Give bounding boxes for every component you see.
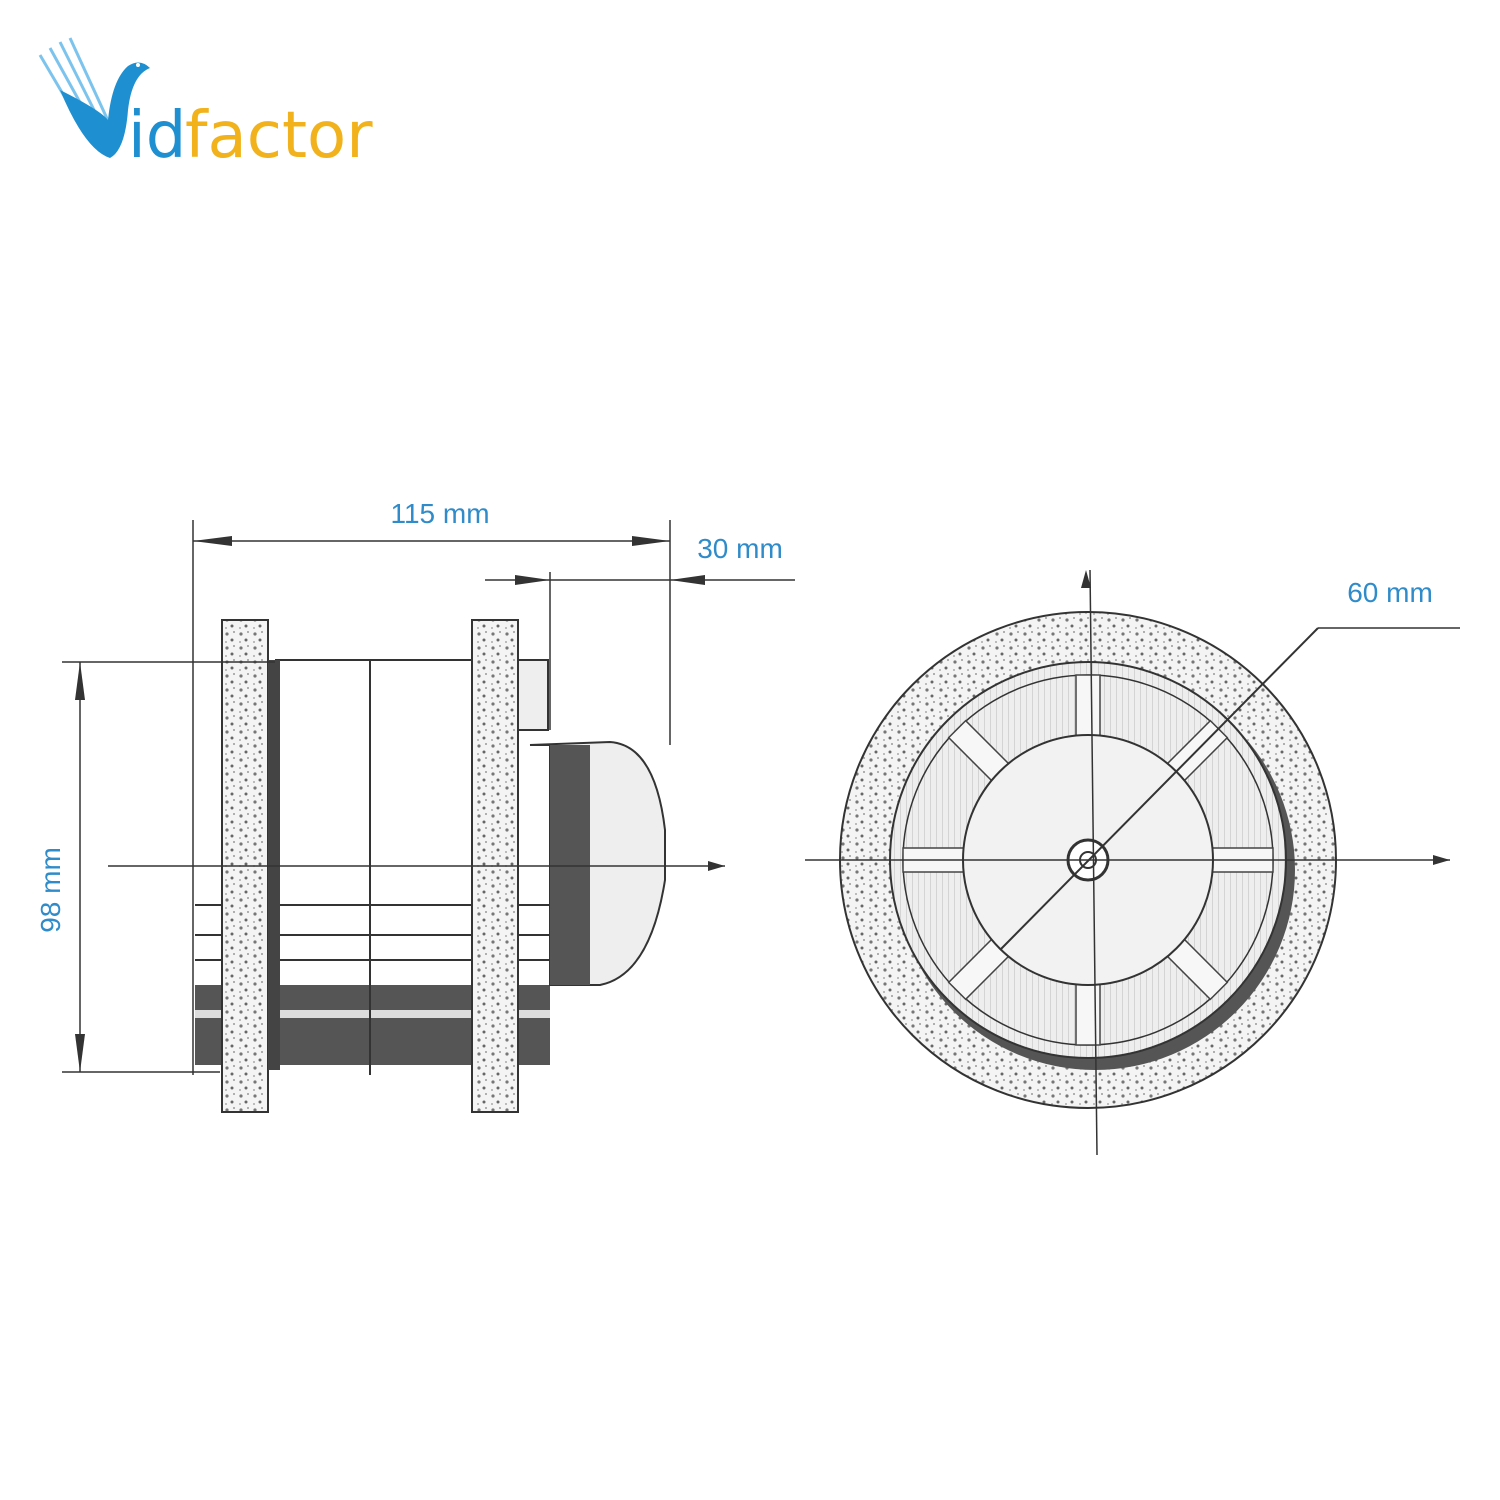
side-view — [108, 619, 725, 1113]
cap-dimension-label: 30 mm — [697, 533, 783, 564]
height-dimension-label: 98 mm — [35, 847, 66, 933]
front-view — [805, 569, 1460, 1156]
dimension-lines — [62, 520, 795, 1075]
vidfactor-logo: id factor — [38, 37, 373, 173]
length-dimension-label: 115 mm — [390, 498, 489, 529]
diameter-dimension-label: 60 mm — [1347, 577, 1433, 608]
bird-v-icon — [38, 37, 150, 158]
logo-text-factor: factor — [185, 99, 373, 173]
diameter-leader — [999, 627, 1319, 951]
logo-text-id: id — [128, 99, 186, 173]
